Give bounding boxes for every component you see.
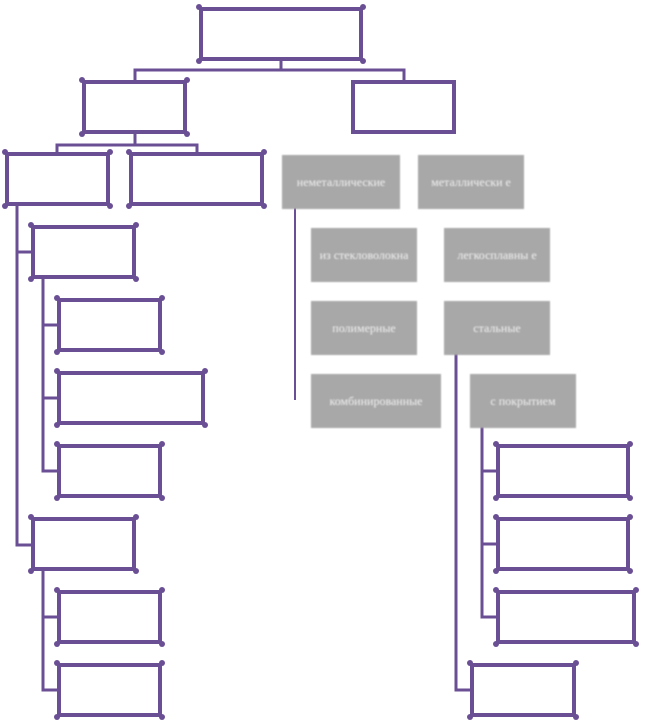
steel-node: стальные xyxy=(444,301,550,355)
fiberglass-node: из стекловолокна xyxy=(311,228,417,282)
polymer-label: полимерные xyxy=(332,321,396,335)
leaf-node-3 xyxy=(57,444,162,498)
steel-label: стальные xyxy=(473,321,521,335)
leaf-node-1 xyxy=(57,298,162,352)
coated-label: с покрытием xyxy=(490,394,556,408)
combined-node: комбинированные xyxy=(311,374,441,428)
coated-leaf-node-1 xyxy=(496,444,630,498)
light-alloy-label: легкосплавны е xyxy=(457,248,537,262)
leaf-node-5 xyxy=(57,663,162,717)
branch-node-1 xyxy=(31,225,136,279)
metal-node: металлически е xyxy=(418,155,524,209)
coated-node: с покрытием xyxy=(470,374,576,428)
polymer-node: полимерные xyxy=(311,301,417,355)
leaf-node-4 xyxy=(57,590,162,644)
steel-leaf-node xyxy=(470,663,576,717)
fiberglass-label: из стекловолокна xyxy=(319,248,409,262)
coated-leaf-node-2 xyxy=(496,517,630,571)
level3-node-a xyxy=(5,152,110,206)
coated-leaf-node-3 xyxy=(496,590,636,644)
root-node xyxy=(199,7,363,61)
level3-node-b xyxy=(129,152,264,206)
nonmetal-label: неметаллические xyxy=(296,175,386,189)
leaf-node-2 xyxy=(57,371,205,425)
level2-right-node xyxy=(351,80,456,134)
branch-node-2 xyxy=(31,517,136,571)
light-alloy-node: легкосплавны е xyxy=(444,228,550,282)
combined-label: комбинированные xyxy=(329,394,423,408)
nonmetal-node: неметаллические xyxy=(282,155,400,209)
metal-label: металлически е xyxy=(431,175,511,189)
level2-left-node xyxy=(82,80,187,134)
